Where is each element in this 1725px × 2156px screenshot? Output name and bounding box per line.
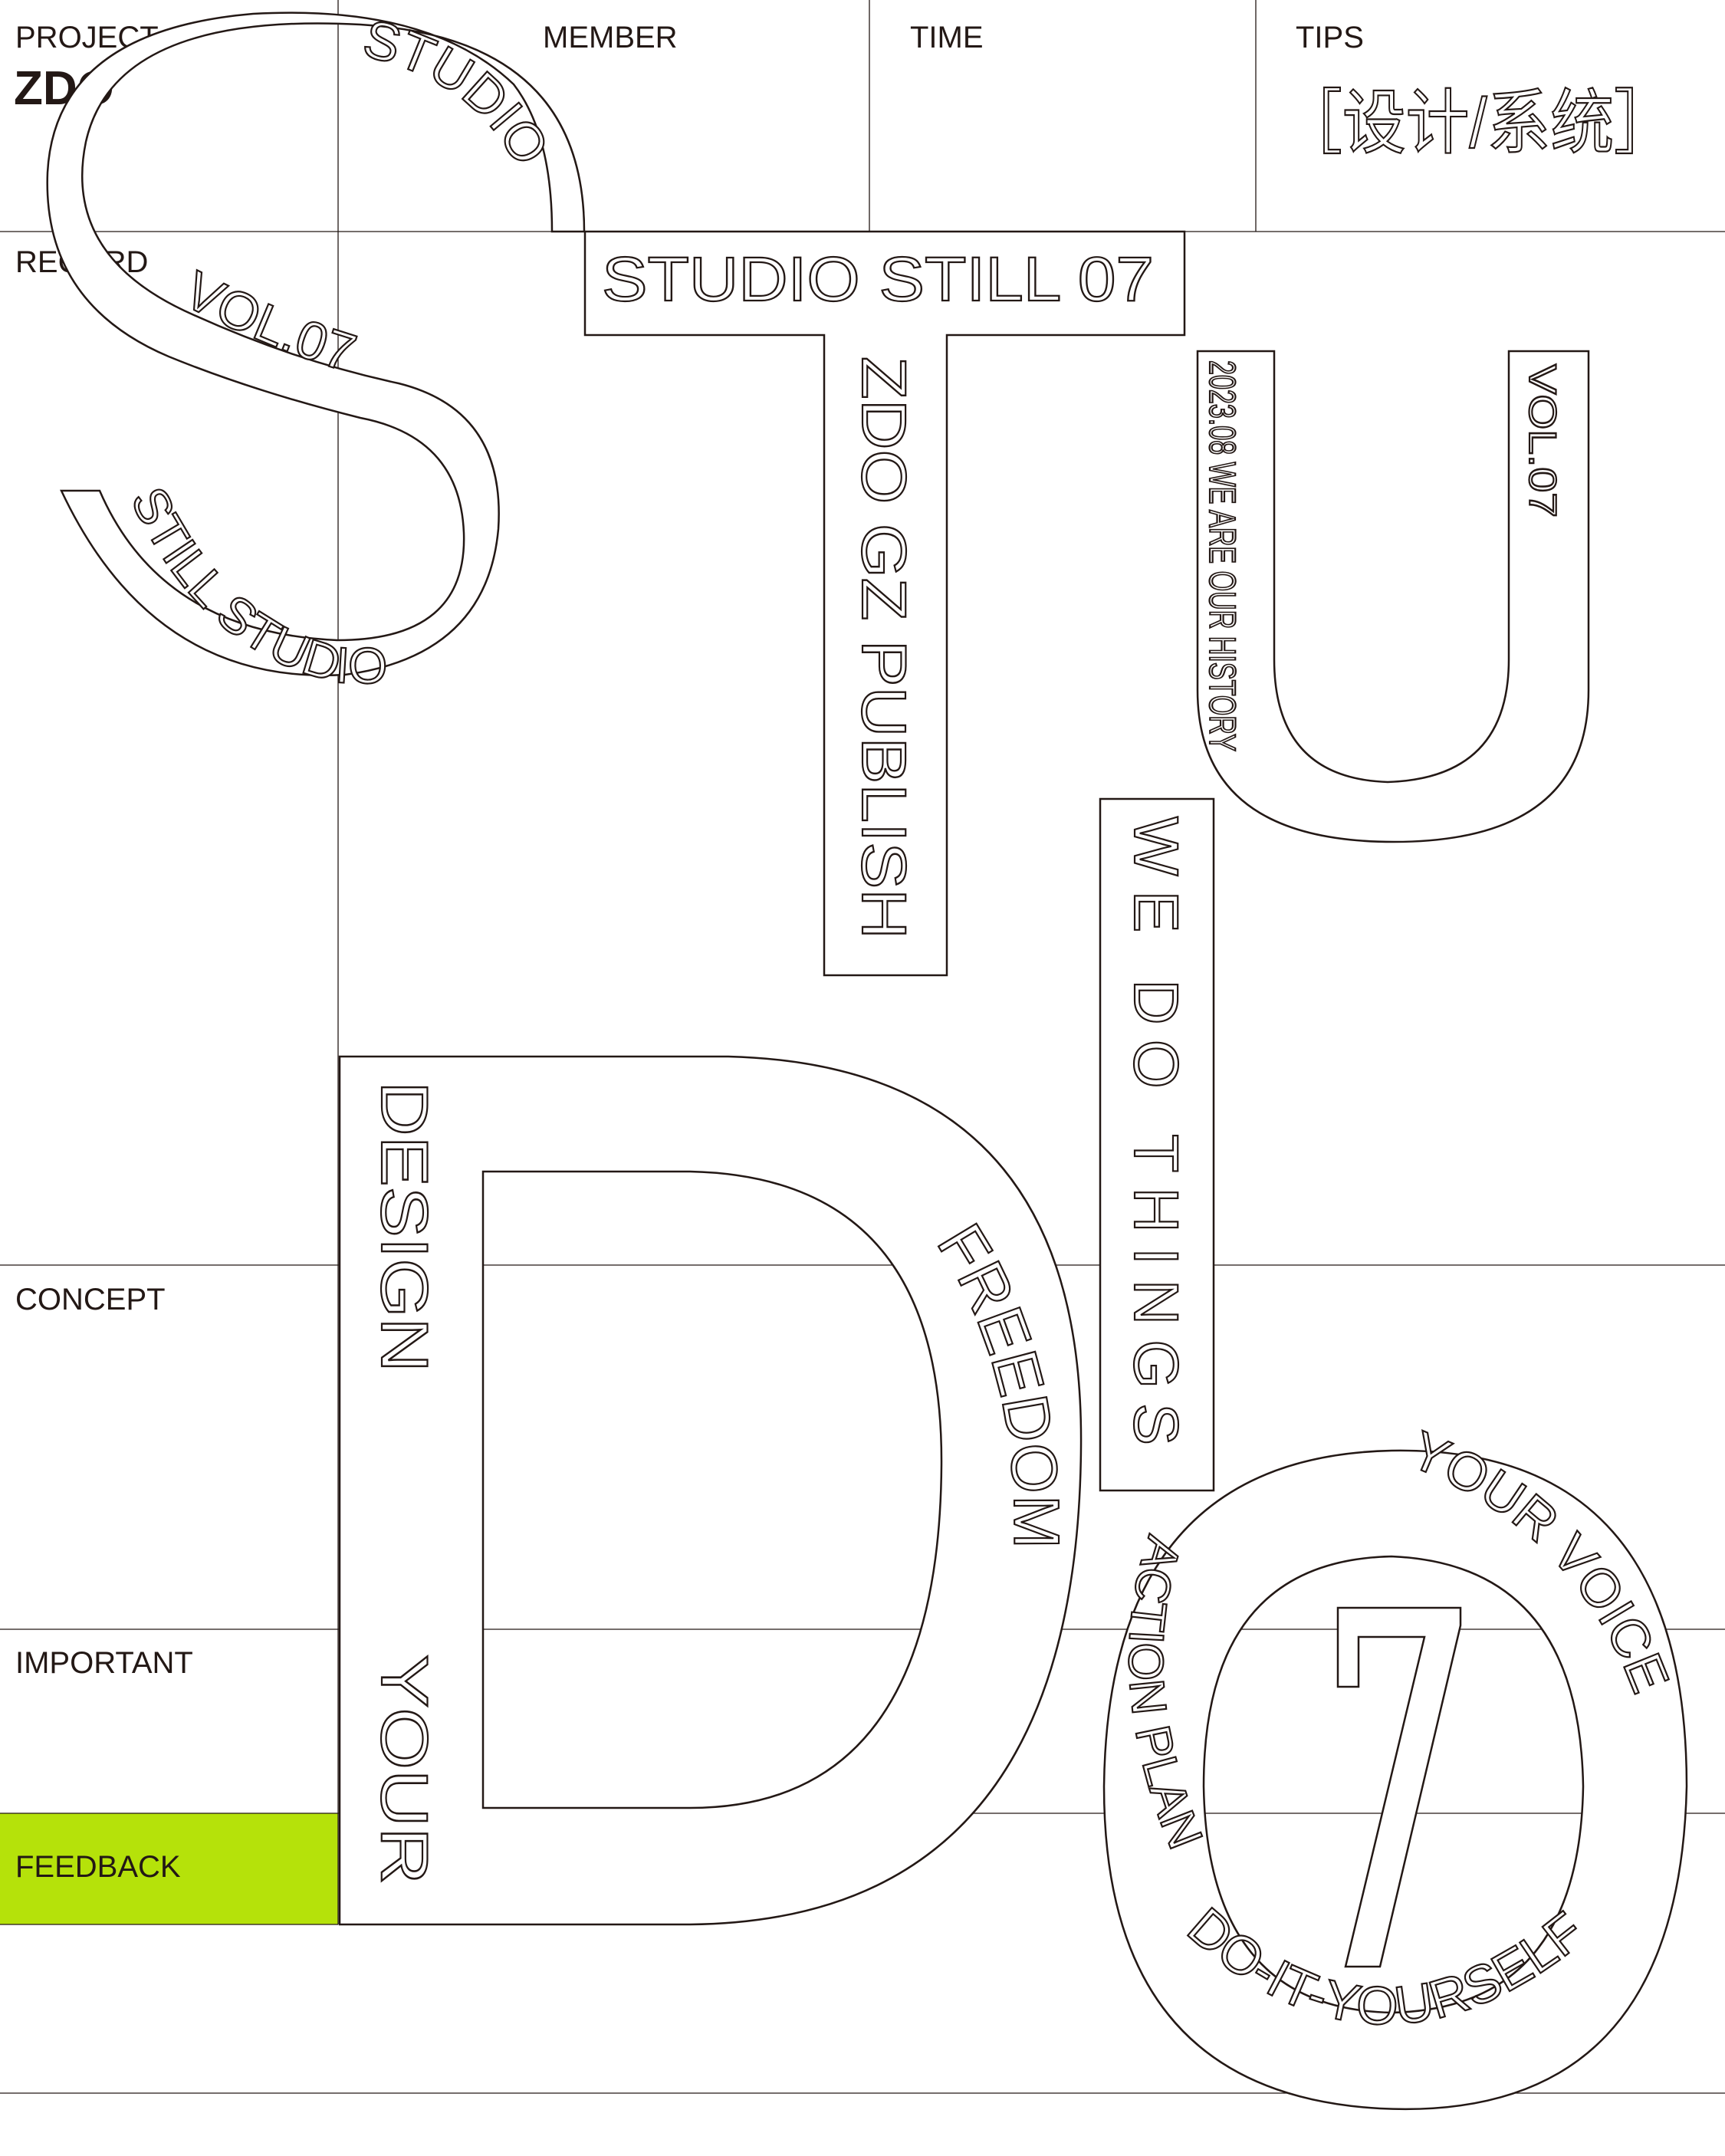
time-label: TIME — [910, 21, 984, 54]
feedback-label: FEEDBACK — [15, 1850, 181, 1884]
t-bar-text: STUDIO STILL 07 — [602, 245, 1154, 314]
letter-s-outline — [46, 12, 586, 677]
feedback-highlight — [0, 1813, 338, 1924]
t-stem-text: ZDO GZ PUBLISH — [849, 357, 918, 939]
layout-grid — [0, 0, 1725, 2094]
u-right-text: VOL.07 — [1521, 364, 1564, 518]
seven-numeral — [1336, 1606, 1462, 1968]
letter-u-outline — [1196, 350, 1590, 843]
letter-o-outline — [1102, 1449, 1688, 2111]
u-left-text: 2023.08 WE ARE OUR HISTORY — [1201, 360, 1242, 751]
letter-d-outline — [338, 1055, 1083, 1926]
d-design-text: DESIGN — [367, 1081, 441, 1372]
concept-label: CONCEPT — [15, 1283, 166, 1316]
d-your-text: YOUR — [367, 1655, 441, 1885]
important-label: IMPORTANT — [15, 1646, 193, 1680]
we-do-things-bar — [1099, 797, 1215, 1492]
tips-title: ［设计/系统］ — [1279, 84, 1677, 163]
tips-label: TIPS — [1296, 21, 1364, 54]
member-label: MEMBER — [543, 21, 678, 54]
letter-t-outline — [583, 230, 1186, 977]
